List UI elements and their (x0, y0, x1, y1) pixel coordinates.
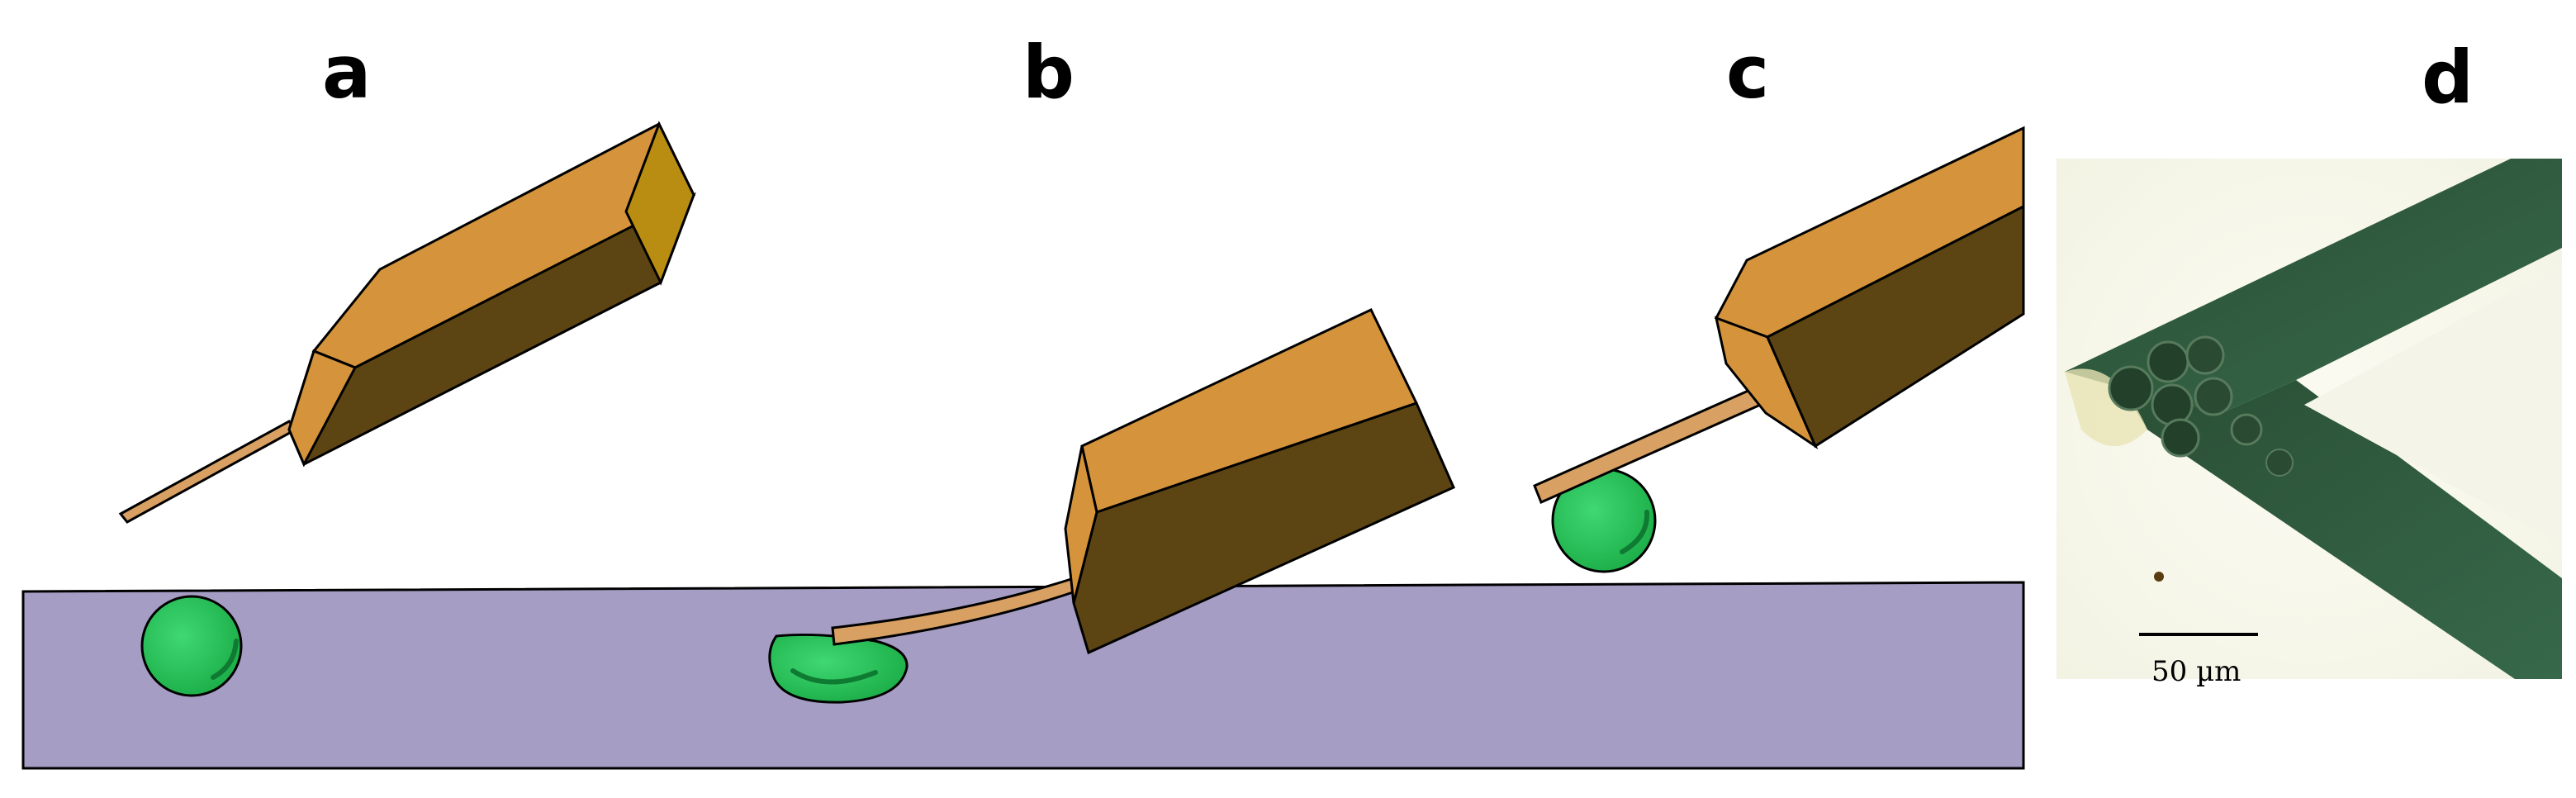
cantilever-a (118, 420, 298, 524)
panel-label-d: d (2422, 35, 2474, 120)
cantilever-c (1533, 384, 1766, 505)
panel-c (1533, 126, 2025, 573)
panel-label-b: b (1022, 30, 1075, 115)
panel-label-a: a (322, 30, 371, 115)
dust-speck (2154, 572, 2164, 582)
cell-c (1551, 468, 1657, 573)
substrate (21, 581, 2025, 770)
panel-d-micrograph: 50 µm (2057, 159, 2562, 688)
panel-a (118, 121, 696, 697)
panel-b (768, 308, 1455, 704)
cantilever-beam-lower (2123, 380, 2562, 679)
cantilever-gap (2304, 264, 2562, 545)
scale-bar-label: 50 µm (2151, 655, 2241, 688)
probe-holder-a (287, 121, 696, 468)
cell-a (140, 595, 243, 697)
probe-holder-c (1714, 126, 2025, 450)
probe-holder-b (1064, 308, 1455, 655)
panel-label-c: c (1726, 30, 1769, 115)
attached-cells (2108, 335, 2294, 477)
